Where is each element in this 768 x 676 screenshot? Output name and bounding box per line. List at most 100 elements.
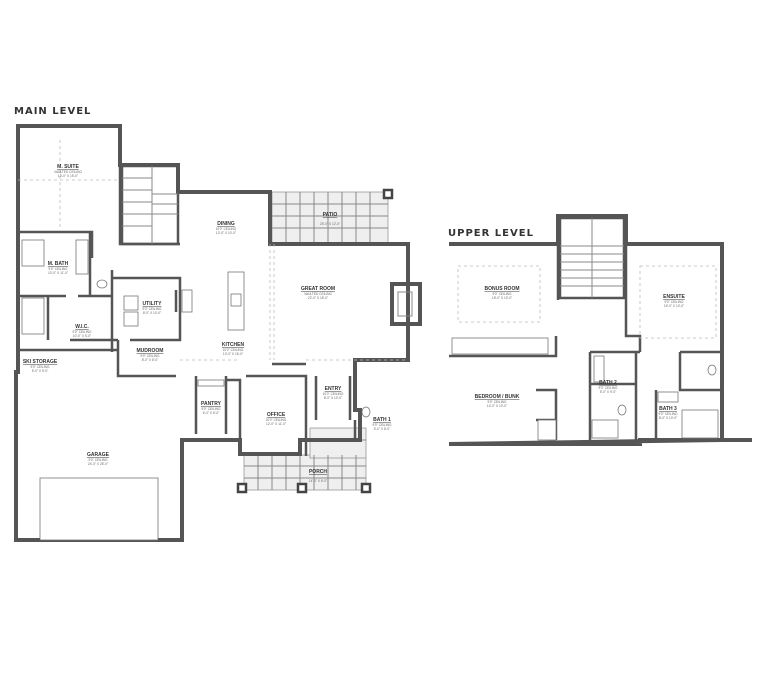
- room-label-bath3: BATH 3 9'0" CEILING 8'-0" X 10'-0": [659, 406, 678, 420]
- upper-level-plan: BONUS ROOM 9'0" CEILING 18'-0" X 13'-0" …: [448, 214, 752, 446]
- room-label-wic: W.I.C. 9'0" CEILING 10'-0" X 5'-0": [73, 324, 92, 338]
- svg-text:9'0" CEILING: 9'0" CEILING: [31, 365, 50, 369]
- bath3-toilet: [707, 364, 717, 376]
- svg-text:BATH 2: BATH 2: [599, 380, 617, 386]
- svg-text:PORCH: PORCH: [309, 469, 327, 475]
- svg-text:5'-0" X 8'-0": 5'-0" X 8'-0": [374, 427, 391, 431]
- room-label-patio: PATIO 25'-0" X 12'-0": [320, 212, 340, 226]
- svg-text:9'0" CEILING: 9'0" CEILING: [89, 458, 108, 462]
- room-label-utility: UTILITY 9'0" CEILING 8'-0" X 10'-0": [143, 301, 163, 315]
- main-stairs: [120, 164, 180, 246]
- svg-text:UTILITY: UTILITY: [143, 301, 163, 307]
- svg-text:VAULTED CEILING: VAULTED CEILING: [304, 292, 332, 296]
- svg-text:GARAGE: GARAGE: [87, 452, 110, 458]
- bonus-bench: [451, 337, 549, 355]
- svg-text:PANTRY: PANTRY: [201, 401, 222, 407]
- svg-text:14'-0" X 13'-0": 14'-0" X 13'-0": [487, 404, 507, 408]
- svg-text:BEDROOM / BUNK: BEDROOM / BUNK: [475, 394, 520, 400]
- dryer: [123, 311, 139, 327]
- upper-exterior-wall: [448, 214, 752, 446]
- svg-text:9'0" CEILING: 9'0" CEILING: [143, 307, 162, 311]
- main-level-plan: M. SUITE VAULTED CEILING 15'-0" X 15'-0"…: [14, 124, 422, 542]
- patio-pavers: [271, 191, 389, 245]
- bath3-vanity: [657, 391, 679, 403]
- room-label-porch: PORCH 14'-0" X 8'-0": [309, 469, 328, 483]
- range: [181, 289, 193, 313]
- main-interior-walls: [18, 165, 357, 456]
- svg-text:8'-0" X 8'-0": 8'-0" X 8'-0": [142, 358, 159, 362]
- svg-text:8'-0" X 10'-0": 8'-0" X 10'-0": [324, 396, 342, 400]
- room-label-ensuite: ENSUITE 9'0" CEILING 16'-0" X 13'-0": [663, 294, 685, 308]
- room-label-office: OFFICE 10'0" CEILING 12'-0" X 11'-0": [266, 412, 287, 426]
- svg-text:9'0" CEILING: 9'0" CEILING: [665, 300, 684, 304]
- svg-text:18'-0" X 13'-0": 18'-0" X 13'-0": [492, 296, 512, 300]
- washer: [123, 295, 139, 311]
- svg-text:W.I.C.: W.I.C.: [75, 324, 89, 330]
- entry-walk-pavers: [309, 427, 367, 459]
- room-label-garage: GARAGE 9'0" CEILING 24'-0" X 26'-0": [87, 452, 110, 466]
- svg-text:13'-0" X 10'-0": 13'-0" X 10'-0": [216, 231, 236, 235]
- closet-bunk: [537, 419, 557, 441]
- svg-text:M. BATH: M. BATH: [48, 261, 69, 267]
- pantry-shelves: [197, 379, 225, 387]
- svg-text:SKI STORAGE: SKI STORAGE: [23, 359, 58, 365]
- room-label-bath1: BATH 1 9'0" CEILING 5'-0" X 8'-0": [373, 417, 392, 431]
- room-label-mudroom: MUDROOM 9'0" CEILING 8'-0" X 8'-0": [137, 348, 164, 362]
- toilet-main: [96, 279, 108, 289]
- room-label-m-suite: M. SUITE VAULTED CEILING 15'-0" X 15'-0": [54, 164, 82, 178]
- bath2-vanity: [593, 355, 605, 383]
- svg-text:9'0" CEILING: 9'0" CEILING: [49, 267, 68, 271]
- svg-text:10'-0" X 5'-0": 10'-0" X 5'-0": [73, 334, 91, 338]
- svg-text:14'-0" X 8'-0": 14'-0" X 8'-0": [309, 479, 327, 483]
- room-label-entry: ENTRY 10'0" CEILING 8'-0" X 10'-0": [323, 386, 344, 400]
- room-label-ski-storage: SKI STORAGE 9'0" CEILING 5'-0" X 5'-0": [23, 359, 58, 373]
- svg-text:GREAT ROOM: GREAT ROOM: [301, 286, 335, 292]
- bath2-tub: [591, 419, 619, 439]
- svg-text:15'-0" X 15'-0": 15'-0" X 15'-0": [58, 174, 78, 178]
- toilet-bath1: [361, 406, 371, 418]
- svg-text:9'0" CEILING: 9'0" CEILING: [659, 412, 678, 416]
- room-label-kitchen: KITCHEN 10'0" CEILING 13'-0" X 16'-0": [222, 342, 245, 356]
- svg-text:PATIO: PATIO: [323, 212, 338, 218]
- room-label-bonus-room: BONUS ROOM 9'0" CEILING 18'-0" X 13'-0": [485, 286, 520, 300]
- svg-text:9'0" CEILING: 9'0" CEILING: [141, 354, 160, 358]
- svg-text:5'-0" X 9'-0": 5'-0" X 9'-0": [600, 390, 617, 394]
- svg-text:BATH 1: BATH 1: [373, 417, 391, 423]
- room-label-dining: DINING 10'0" CEILING 13'-0" X 10'-0": [216, 221, 237, 235]
- upper-level-title: UPPER LEVEL: [448, 228, 534, 239]
- main-level-title: MAIN LEVEL: [14, 106, 92, 117]
- svg-text:24'-0" X 26'-0": 24'-0" X 26'-0": [88, 462, 108, 466]
- svg-text:ENTRY: ENTRY: [325, 386, 342, 392]
- svg-text:M. SUITE: M. SUITE: [57, 164, 79, 170]
- bath3-shower: [681, 409, 719, 439]
- svg-text:BATH 3: BATH 3: [659, 406, 677, 412]
- vanity: [75, 239, 89, 275]
- svg-text:10'0" CEILING: 10'0" CEILING: [223, 348, 244, 352]
- svg-text:9'0" CEILING: 9'0" CEILING: [202, 407, 221, 411]
- shower: [21, 297, 45, 335]
- svg-text:9'0" CEILING: 9'0" CEILING: [73, 330, 92, 334]
- svg-text:BONUS ROOM: BONUS ROOM: [485, 286, 520, 292]
- svg-text:8'-0" X 10'-0": 8'-0" X 10'-0": [143, 311, 161, 315]
- room-label-great-room: GREAT ROOM VAULTED CEILING 22'-0" X 18'-…: [301, 286, 335, 300]
- svg-text:5'-0" X 5'-0": 5'-0" X 5'-0": [32, 369, 49, 373]
- porch-post-left: [236, 482, 248, 494]
- svg-text:KITCHEN: KITCHEN: [222, 342, 245, 348]
- bath2-toilet: [617, 404, 627, 416]
- garage-door[interactable]: [39, 477, 159, 541]
- svg-text:10'-0" X 11'-0": 10'-0" X 11'-0": [48, 271, 68, 275]
- svg-text:MUDROOM: MUDROOM: [137, 348, 164, 354]
- room-label-bath2: BATH 2 9'0" CEILING 5'-0" X 9'-0": [599, 380, 618, 394]
- svg-text:10'0" CEILING: 10'0" CEILING: [266, 418, 287, 422]
- porch-post-right: [360, 482, 372, 494]
- svg-text:VAULTED CEILING: VAULTED CEILING: [54, 170, 82, 174]
- patio-post: [382, 188, 394, 200]
- porch-post-mid: [296, 482, 308, 494]
- svg-text:8'-0" X 10'-0": 8'-0" X 10'-0": [659, 416, 677, 420]
- svg-text:13'-0" X 16'-0": 13'-0" X 16'-0": [223, 352, 243, 356]
- svg-text:10'0" CEILING: 10'0" CEILING: [323, 392, 344, 396]
- svg-text:10'0" CEILING: 10'0" CEILING: [216, 227, 237, 231]
- svg-text:25'-0" X 12'-0": 25'-0" X 12'-0": [320, 222, 340, 226]
- svg-text:ENSUITE: ENSUITE: [663, 294, 685, 300]
- room-label-m-bath: M. BATH 9'0" CEILING 10'-0" X 11'-0": [48, 261, 69, 275]
